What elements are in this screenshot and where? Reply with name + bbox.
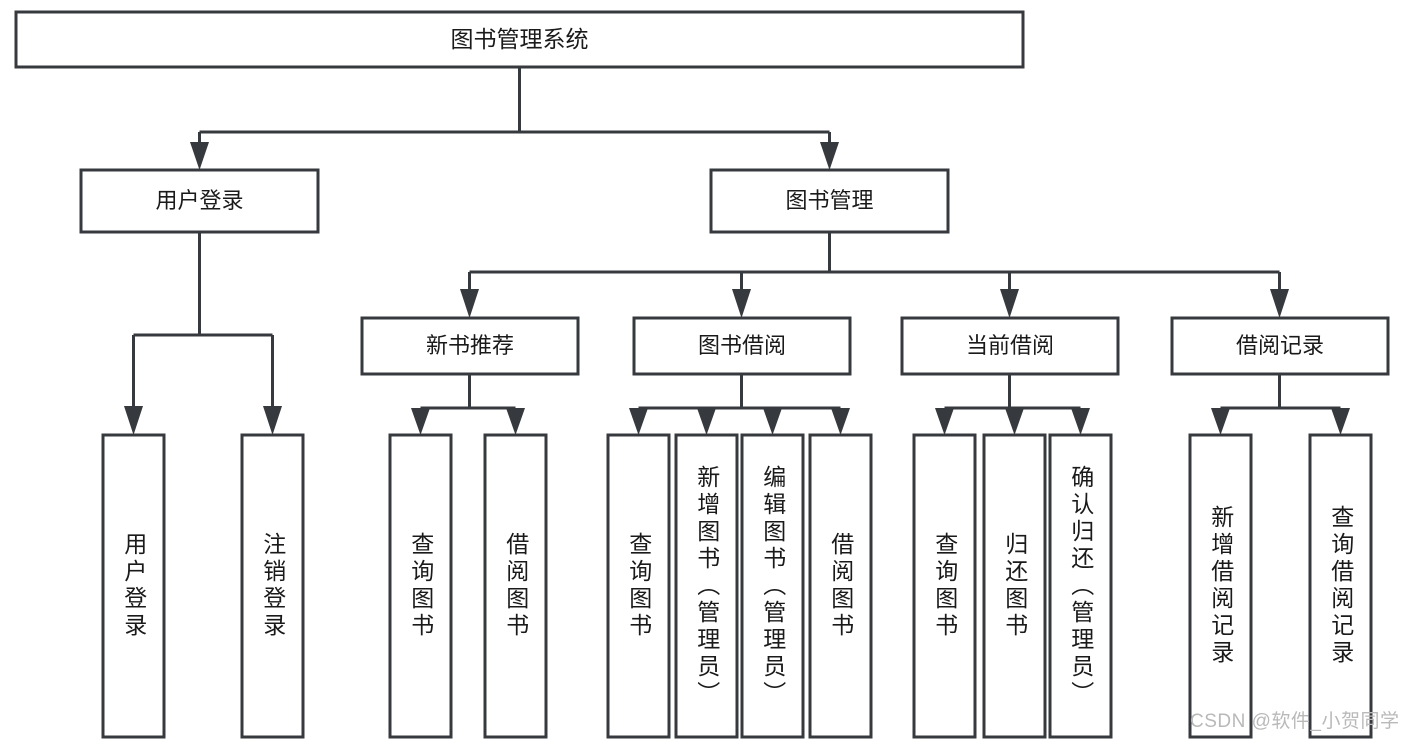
node-box-leaf-logout[interactable] — [240, 433, 305, 739]
arrowhead-to-current-borrow — [1000, 289, 1019, 318]
node-label-book-manage: 图书管理 — [785, 188, 873, 213]
arrowhead-to-book-borrow — [732, 289, 751, 318]
node-box-leaf-borrow-book-1[interactable] — [483, 433, 548, 739]
node-box-user-login[interactable] — [79, 168, 320, 234]
arrowhead-to-leaf-return-book — [1005, 408, 1024, 435]
arrowhead-to-leaf-add-record — [1211, 408, 1230, 435]
connector-layer — [124, 67, 1350, 435]
node-box-borrow-record[interactable] — [1170, 316, 1390, 376]
node-label-current-borrow: 当前借阅 — [966, 333, 1054, 358]
node-box-leaf-return-book[interactable] — [982, 433, 1047, 739]
node-label-new-book-rec: 新书推荐 — [426, 333, 514, 358]
node-box-leaf-query-book-1[interactable] — [388, 433, 453, 739]
arrowhead-to-leaf-logout — [263, 406, 282, 435]
node-box-leaf-query-book-3[interactable] — [912, 433, 977, 739]
arrowhead-to-leaf-query-book-1 — [411, 408, 430, 435]
arrowhead-to-borrow-record — [1270, 289, 1289, 318]
node-box-leaf-query-book-2[interactable] — [606, 433, 671, 739]
arrowhead-to-leaf-query-book-3 — [935, 408, 954, 435]
node-box-layer: 图书管理系统 用户登录 图书管理 新书推荐 图书借阅 当前借阅 借阅记录 — [14, 10, 1390, 739]
node-label-user-login: 用户登录 — [155, 188, 243, 213]
node-label-root: 图书管理系统 — [451, 26, 589, 52]
node-box-new-book-rec[interactable] — [360, 316, 580, 376]
node-label-book-borrow: 图书借阅 — [698, 333, 786, 358]
arrowhead-to-leaf-query-record — [1331, 408, 1350, 435]
node-box-leaf-add-record[interactable] — [1188, 433, 1253, 739]
node-box-book-manage[interactable] — [709, 168, 950, 234]
arrowhead-to-leaf-edit-book — [763, 408, 782, 435]
node-box-leaf-confirm-return[interactable] — [1048, 433, 1113, 739]
node-box-leaf-add-book[interactable] — [674, 433, 739, 739]
node-box-book-borrow[interactable] — [632, 316, 852, 376]
arrowhead-to-user-login — [190, 142, 209, 170]
node-box-leaf-edit-book[interactable] — [740, 433, 805, 739]
node-label-borrow-record: 借阅记录 — [1236, 333, 1324, 358]
arrowhead-to-new-book-rec — [460, 289, 479, 318]
csdn-watermark: CSDN @软件_小贺同学 — [1190, 711, 1400, 732]
node-box-leaf-borrow-book-2[interactable] — [808, 433, 873, 739]
node-box-current-borrow[interactable] — [900, 316, 1120, 376]
arrowhead-to-leaf-add-book — [697, 408, 716, 435]
arrowhead-to-leaf-user-login — [124, 406, 143, 435]
arrowhead-to-leaf-borrow-book-1 — [506, 408, 525, 435]
arrowhead-to-leaf-confirm-return — [1071, 408, 1090, 435]
node-box-root[interactable] — [14, 10, 1025, 69]
node-box-leaf-query-record[interactable] — [1308, 433, 1373, 739]
arrowhead-to-leaf-borrow-book-2 — [831, 408, 850, 435]
node-box-leaf-user-login[interactable] — [101, 433, 166, 739]
arrowhead-to-leaf-query-book-2 — [629, 408, 648, 435]
arrowhead-to-book-manage — [820, 142, 839, 170]
